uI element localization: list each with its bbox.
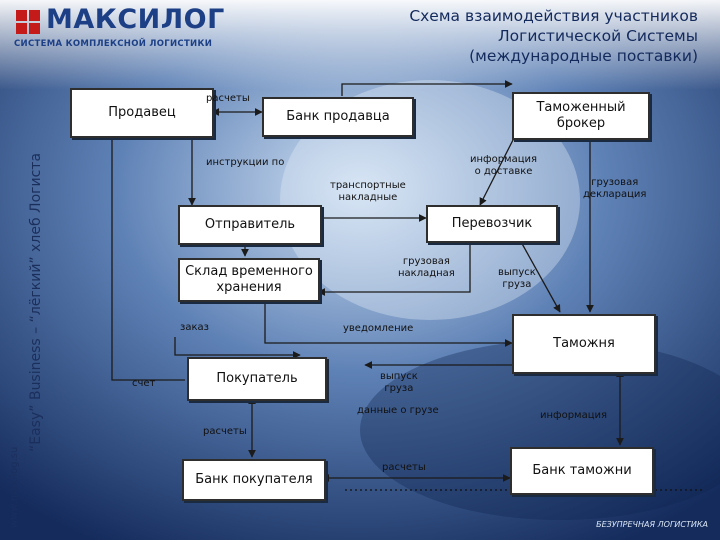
node-seller: Продавец bbox=[70, 88, 214, 138]
label-invoice: счет bbox=[132, 378, 156, 389]
node-customs-bank: Банк таможни bbox=[510, 447, 654, 495]
node-customs-broker: Таможенный брокер bbox=[512, 92, 650, 140]
arrow-carrier-warehouse bbox=[317, 240, 471, 296]
label-payments-mid: расчеты bbox=[203, 426, 247, 437]
node-shipper: Отправитель bbox=[178, 205, 322, 245]
page-title: Схема взаимодействия участников Логистич… bbox=[409, 7, 698, 65]
label-order: заказ bbox=[180, 322, 209, 333]
label-information: информация bbox=[540, 410, 608, 421]
node-seller-bank: Банк продавца bbox=[262, 97, 414, 137]
logo-name: МАКСИЛОГ bbox=[46, 4, 225, 35]
label-transport-docs: транспортные накладные bbox=[330, 180, 406, 203]
label-notification: уведомление bbox=[343, 323, 414, 334]
arrow-notification bbox=[264, 298, 513, 347]
node-buyer-bank: Банк покупателя bbox=[182, 459, 326, 501]
node-carrier: Перевозчик bbox=[426, 205, 558, 243]
side-slogan: “Easy” Business – “лёгкий” хлеб Логиста bbox=[28, 153, 44, 452]
logo-icon bbox=[16, 10, 40, 34]
label-cargo-data: данные о грузе bbox=[357, 405, 439, 416]
arrow-order bbox=[174, 337, 301, 359]
arrow-carrier-customs bbox=[519, 239, 561, 313]
label-delivery-info: информация о доставке bbox=[470, 154, 538, 177]
label-payments-bottom: расчеты bbox=[382, 462, 426, 473]
arrow-buyer-seller bbox=[111, 135, 185, 381]
label-cargo-release: выпуск груза bbox=[498, 267, 536, 290]
footer-slogan: БЕЗУПРЕЧНАЯ ЛОГИСТИКА bbox=[596, 520, 708, 529]
node-warehouse: Склад временного хранения bbox=[178, 258, 320, 302]
node-customs: Таможня bbox=[512, 314, 656, 374]
label-cargo-waybill: грузовая накладная bbox=[398, 256, 455, 279]
node-buyer: Покупатель bbox=[187, 357, 327, 401]
side-url: www.maxilog.su bbox=[9, 447, 20, 528]
label-instructions: инструкции по bbox=[206, 157, 285, 168]
label-cargo-declaration: грузовая декларация bbox=[583, 177, 647, 200]
side-banner: www.maxilog.su “Easy” Business – “лёгкий… bbox=[2, 80, 46, 530]
arrow-sellerbank-broker bbox=[341, 80, 513, 96]
logo-subtitle: СИСТЕМА КОМПЛЕКСНОЙ ЛОГИСТИКИ bbox=[14, 39, 213, 49]
label-payments-top: расчеты bbox=[206, 93, 250, 104]
arrow-broker-carrier bbox=[479, 135, 516, 206]
label-cargo-release-2: выпуск груза bbox=[380, 371, 418, 394]
